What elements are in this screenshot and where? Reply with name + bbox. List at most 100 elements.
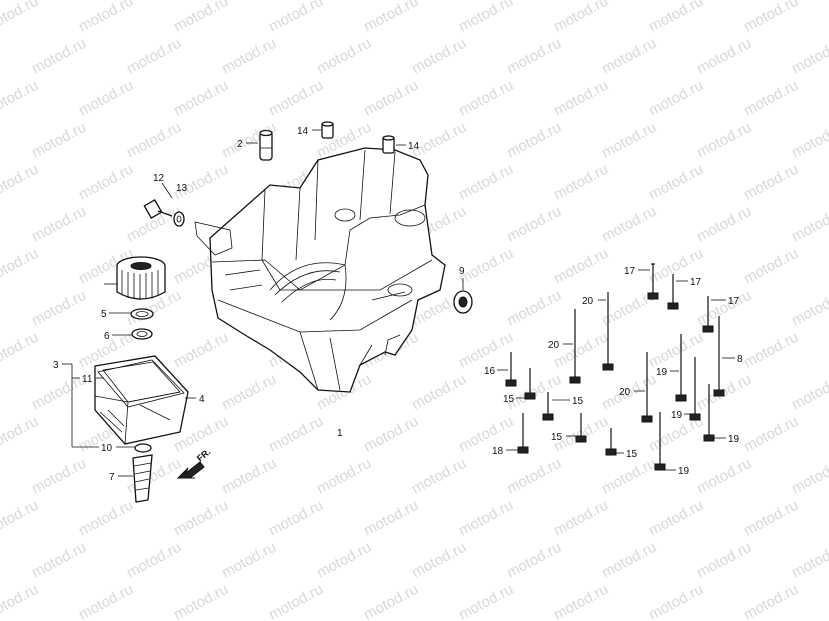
- o-ring-6: [131, 328, 153, 340]
- watermark-text: motod.ru: [789, 539, 829, 582]
- callout-14a: 14: [297, 126, 309, 137]
- watermark-text: motod.ru: [29, 119, 89, 162]
- watermark-text: motod.ru: [741, 329, 801, 372]
- watermark-text: motod.ru: [266, 497, 326, 540]
- watermark-text: motod.ru: [409, 455, 469, 498]
- watermark-text: motod.ru: [124, 119, 184, 162]
- callout-17a: 17: [624, 266, 636, 277]
- watermark-text: motod.ru: [266, 581, 326, 621]
- watermark-text: motod.ru: [551, 329, 611, 372]
- watermark-text: motod.ru: [219, 35, 279, 78]
- watermark-text: motod.ru: [266, 77, 326, 120]
- watermark-text: motod.ru: [646, 497, 706, 540]
- callout-19a: 19: [656, 367, 668, 378]
- callout-13: 13: [176, 183, 188, 194]
- watermark-text: motod.ru: [456, 581, 516, 621]
- watermark-text: motod.ru: [741, 0, 801, 36]
- callout-19c: 19: [728, 434, 740, 445]
- watermark-text: motod.ru: [171, 581, 231, 621]
- watermark-text: motod.ru: [646, 581, 706, 621]
- watermark-text: motod.ru: [789, 203, 829, 246]
- bolt-15c: [575, 413, 587, 443]
- oil-pan-4: [94, 355, 189, 445]
- watermark-text: motod.ru: [694, 203, 754, 246]
- watermark-text: motod.ru: [0, 329, 41, 372]
- watermark-text: motod.ru: [551, 245, 611, 288]
- bolt-17c: [702, 296, 714, 333]
- watermark-text: motod.ru: [551, 161, 611, 204]
- callout-15a: 15: [503, 394, 515, 405]
- callout-15b: 15: [572, 396, 584, 407]
- watermark-text: motod.ru: [741, 581, 801, 621]
- watermark-text: motod.ru: [76, 161, 136, 204]
- watermark-text: motod.ru: [0, 413, 41, 456]
- callout-11: 11: [82, 374, 93, 385]
- bolt-16: [505, 352, 517, 387]
- watermark-text: motod.ru: [789, 455, 829, 498]
- watermark-text: motod.ru: [0, 77, 41, 120]
- oil-strainer-7: [132, 454, 153, 503]
- watermark-text: motod.ru: [314, 35, 374, 78]
- watermark-text: motod.ru: [0, 161, 41, 204]
- bolt-20c: [641, 352, 653, 423]
- watermark-text: motod.ru: [456, 77, 516, 120]
- watermark-text: motod.ru: [599, 539, 659, 582]
- oil-filter-element: [116, 256, 166, 300]
- bolt-17a: [647, 263, 659, 300]
- bolt-18: [517, 413, 529, 454]
- watermark-text: motod.ru: [599, 203, 659, 246]
- dowel-pin-14b: [382, 135, 395, 154]
- bolt-15a: [524, 368, 536, 400]
- bolt-15b: [542, 392, 554, 421]
- watermark-text: motod.ru: [171, 77, 231, 120]
- callout-4: 4: [199, 394, 205, 405]
- drain-bolt-12: [143, 199, 173, 219]
- callout-10: 10: [101, 443, 113, 454]
- callout-15c: 15: [551, 432, 563, 443]
- callout-2: 2: [237, 139, 243, 150]
- watermark-text: motod.ru: [789, 35, 829, 78]
- bolt-19a: [675, 334, 687, 402]
- watermark-text: motod.ru: [29, 371, 89, 414]
- o-ring-5: [130, 308, 154, 320]
- callout-labels: 1 2 3 4 5 6 7 8 9 10 11 12 13 14 14 15 1…: [53, 126, 743, 483]
- callout-20c: 20: [619, 387, 631, 398]
- watermark-text: motod.ru: [741, 161, 801, 204]
- callout-3: 3: [53, 360, 59, 371]
- watermark-text: motod.ru: [219, 371, 279, 414]
- watermark-text: motod.ru: [219, 539, 279, 582]
- o-ring-10: [134, 443, 152, 453]
- watermark-text: motod.ru: [694, 35, 754, 78]
- watermark-text: motod.ru: [551, 497, 611, 540]
- watermark-text: motod.ru: [266, 413, 326, 456]
- bolt-19b: [689, 357, 701, 421]
- watermark-text: motod.ru: [76, 497, 136, 540]
- callout-6: 6: [104, 331, 110, 342]
- watermark-text: motod.ru: [409, 371, 469, 414]
- watermark-text: motod.ru: [456, 245, 516, 288]
- watermark-text: motod.ru: [599, 455, 659, 498]
- dowel-pin-14a: [321, 121, 334, 139]
- watermark-text: motod.ru: [76, 0, 136, 36]
- watermark-text: motod.ru: [76, 581, 136, 621]
- watermark-text: motod.ru: [646, 77, 706, 120]
- watermark-text: motod.ru: [361, 413, 421, 456]
- callout-8: 8: [737, 354, 743, 365]
- watermark-text: motod.ru: [789, 371, 829, 414]
- watermark-text: motod.ru: [314, 455, 374, 498]
- watermark-text: motod.ru: [694, 287, 754, 330]
- leader-lines: [62, 129, 735, 477]
- watermark-text: motod.ru: [76, 77, 136, 120]
- callout-17b: 17: [690, 277, 702, 288]
- watermark-text: motod.ru: [0, 245, 41, 288]
- watermark-text: motod.ru: [646, 161, 706, 204]
- callout-15d: 15: [626, 449, 638, 460]
- watermark-text: motod.ru: [361, 497, 421, 540]
- watermark-text: motod.ru: [551, 581, 611, 621]
- bolt-19d: [654, 412, 666, 471]
- watermark-text: motod.ru: [504, 35, 564, 78]
- watermark-text: motod.ru: [694, 539, 754, 582]
- sealing-washer-13: [173, 211, 185, 227]
- watermark-text: motod.ru: [504, 371, 564, 414]
- callout-17c: 17: [728, 296, 740, 307]
